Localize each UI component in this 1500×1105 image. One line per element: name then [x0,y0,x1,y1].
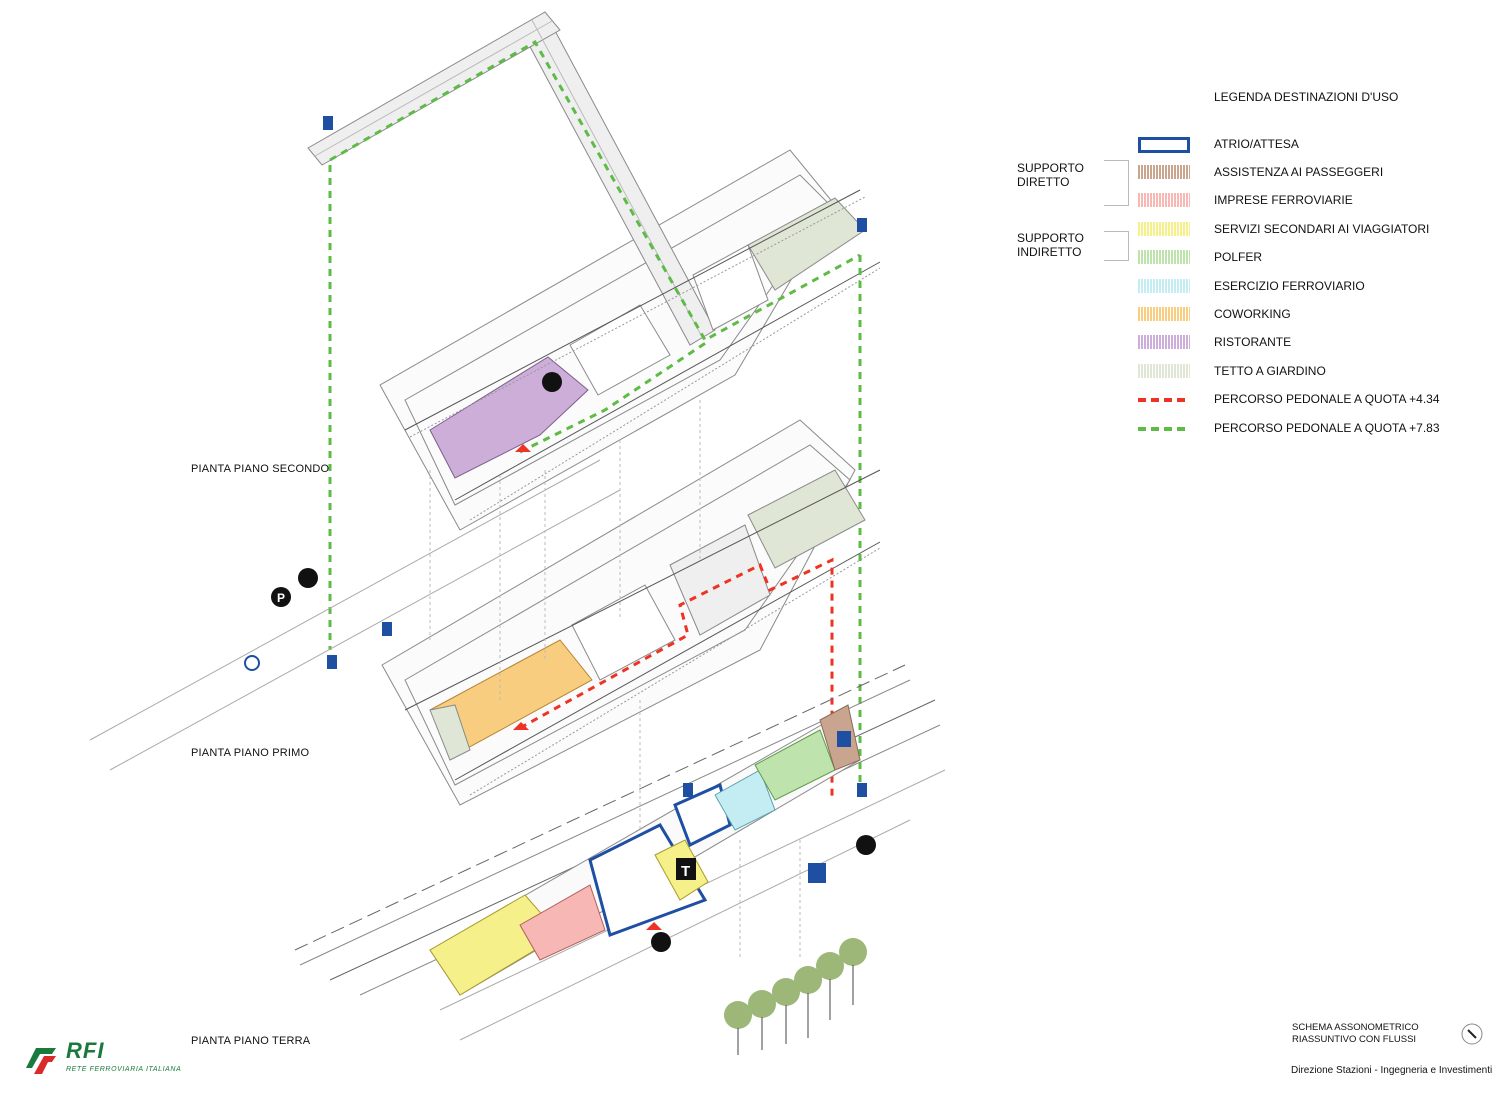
lift-icon-ground [683,783,693,797]
railway-companies-area [519,884,606,961]
blue-pictograms [244,116,867,797]
lift-icon-top [323,116,333,130]
legend-label: POLFER [1214,250,1263,264]
car-icon [856,835,876,855]
ticket-machine-icon [382,622,392,636]
railway-operation-area [714,769,776,831]
bike-icon [244,655,260,671]
legend-item: PERCORSO PEDONALE A QUOTA +7.83 [1138,419,1468,439]
rfi-logo-name: RFI [66,1038,105,1063]
legend-item: ESERCIZIO FERROVIARIO [1138,277,1468,297]
second-floor-plan [307,11,881,531]
group-direct: SUPPORTO DIRETTO [1017,161,1084,189]
legend-item: IMPRESE FERROVIARIE [1138,191,1468,211]
lift-icon-right [857,218,867,232]
legend-item: ASSISTENZA AI PASSEGGERI [1138,163,1468,183]
legend-label: ASSISTENZA AI PASSEGGERI [1214,165,1384,179]
legend-swatch [1138,222,1190,236]
legend-label: TETTO A GIARDINO [1214,364,1326,378]
svg-text:P: P [277,591,285,605]
legend-label: COWORKING [1214,307,1291,321]
first-floor-plan [381,419,881,806]
parking-icon [271,587,291,607]
projection-lines [429,400,801,960]
legend-swatch [1138,427,1190,431]
schema-line-1: SCHEMA ASSONOMETRICO [1292,1022,1419,1033]
legend-swatch [1138,250,1190,264]
legend-label: RISTORANTE [1214,335,1292,349]
lift-icon-ground-right [857,783,867,797]
red-route-first-floor [519,557,834,800]
atrium-upper [673,782,732,848]
legend-item: POLFER [1138,248,1468,268]
credit: Direzione Stazioni - Ingegneria e Invest… [1291,1065,1493,1076]
north-arrow-icon [1461,1023,1483,1045]
legend-swatch [1138,279,1190,293]
legend-swatch [1138,165,1190,179]
legend-item: TETTO A GIARDINO [1138,362,1468,382]
accessibility-icon [808,863,826,883]
group-indirect-bracket [1104,231,1129,261]
rfi-logo-mark-icon [26,1048,56,1074]
group-indirect-text: SUPPORTO INDIRETTO [1017,231,1084,259]
green-route-second-floor [328,39,862,790]
tobacconist-icon [676,858,696,880]
legend-item: RISTORANTE [1138,333,1468,353]
legend: LEGENDA DESTINAZIONI D'USO SUPPORTO DIRE… [1000,86,1470,446]
legend-swatch [1138,335,1190,349]
legend-swatch [1138,364,1190,378]
legend-item: ATRIO/ATTESA [1138,135,1468,155]
legend-label: PERCORSO PEDONALE A QUOTA +4.34 [1214,392,1440,406]
black-pictograms: P T [271,568,876,952]
legend-swatch [1138,193,1190,207]
group-direct-bracket [1104,160,1129,206]
rfi-logo-subtitle: RETE FERROVIARIA ITALIANA [66,1066,182,1073]
legend-label: ESERCIZIO FERROVIARIO [1214,279,1365,293]
legend-item: COWORKING [1138,305,1468,325]
tree-row [724,938,867,1055]
legend-label: SERVIZI SECONDARI AI VIAGGIATORI [1214,222,1430,236]
legend-swatch [1138,398,1190,402]
legend-label: ATRIO/ATTESA [1214,137,1299,151]
drop-icon [651,932,671,952]
legend-item: SERVIZI SECONDARI AI VIAGGIATORI [1138,220,1468,240]
legend-label: PERCORSO PEDONALE A QUOTA +7.83 [1214,421,1440,435]
schema-caption: SCHEMA ASSONOMETRICO RIASSUNTIVO CON FLU… [1292,1022,1419,1046]
floor-label-first: PIANTA PIANO PRIMO [191,747,310,759]
group-direct-text: SUPPORTO DIRETTO [1017,161,1084,189]
taxi-icon [298,568,318,588]
ground-floor-plan [89,459,946,1041]
group-indirect: SUPPORTO INDIRETTO [1017,231,1084,259]
legend-item: PERCORSO PEDONALE A QUOTA +4.34 [1138,390,1468,410]
legend-label: IMPRESE FERROVIARIE [1214,193,1353,207]
schema-line-2: RIASSUNTIVO CON FLUSSI [1292,1034,1417,1045]
rfi-logo: RFI RETE FERROVIARIA ITALIANA [22,1038,202,1082]
entrance-arrows [513,444,662,930]
legend-swatch [1138,137,1190,153]
legend-swatch [1138,307,1190,321]
floor-label-ground: PIANTA PIANO TERRA [191,1035,311,1047]
legend-title: LEGENDA DESTINAZIONI D'USO [1214,90,1399,104]
restaurant-icon [542,372,562,392]
lift-icon-mid [327,655,337,669]
floor-label-second: PIANTA PIANO SECONDO [191,463,330,475]
restroom-icon [837,731,851,747]
svg-text:T: T [681,863,690,880]
